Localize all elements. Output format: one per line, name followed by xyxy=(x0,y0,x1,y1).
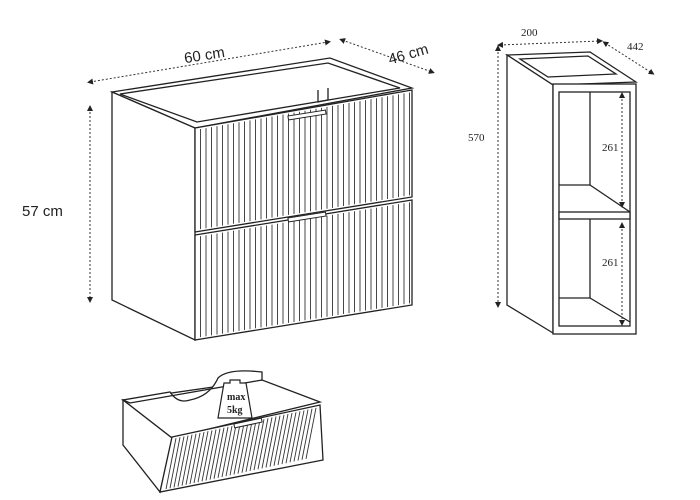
flute-line xyxy=(269,415,281,467)
flute-line xyxy=(213,427,225,479)
flute-line xyxy=(209,428,221,480)
side-cabinet xyxy=(504,51,639,335)
flute-line xyxy=(177,435,189,487)
drawer-back-cutout xyxy=(120,370,263,404)
width-dimension-line xyxy=(87,39,331,85)
side-width-dimension-line xyxy=(497,38,603,48)
flute-line xyxy=(273,414,285,466)
fluted-lines xyxy=(200,92,410,338)
main-cabinet xyxy=(109,57,415,342)
side-depth-dimension-line xyxy=(602,41,655,75)
middle-shelf xyxy=(558,211,631,220)
flute-line xyxy=(277,413,289,466)
side-cabinet-opening xyxy=(558,91,631,327)
open-drawer: max 5kg xyxy=(120,370,324,494)
flute-line xyxy=(289,411,301,463)
flute-line xyxy=(265,416,277,468)
depth-label: 46 cm xyxy=(386,41,430,69)
flute-line xyxy=(249,419,261,472)
flute-line xyxy=(169,437,181,489)
side-width-label: 200 xyxy=(521,27,538,39)
flute-line xyxy=(261,417,273,469)
flute-line xyxy=(165,438,177,490)
lower-drawer-front xyxy=(194,199,413,341)
side-depth-label: 442 xyxy=(627,41,644,53)
upper-shelf-label: 261 xyxy=(602,142,619,154)
flute-line xyxy=(241,421,253,473)
flute-line xyxy=(217,426,229,478)
upper-drawer-handle xyxy=(287,109,327,121)
lower-shelf-label: 261 xyxy=(602,257,619,269)
flute-line xyxy=(285,412,297,464)
flute-line xyxy=(221,425,233,478)
side-height-label: 570 xyxy=(468,132,485,144)
flute-line xyxy=(181,434,193,486)
weight-icon xyxy=(217,379,253,419)
flute-line xyxy=(245,420,257,472)
flute-line xyxy=(197,431,209,483)
flute-line xyxy=(293,410,305,462)
flute-line xyxy=(229,424,241,476)
flute-line xyxy=(237,422,249,474)
flute-line xyxy=(305,407,317,459)
flute-line xyxy=(193,431,205,484)
plumbing-cutout xyxy=(317,88,329,103)
drawer-handle xyxy=(233,417,263,429)
max-load-line2: 5kg xyxy=(227,405,243,416)
flute-line xyxy=(253,419,265,471)
flute-line xyxy=(233,423,245,475)
drawer-fluted-lines xyxy=(165,407,317,490)
side-cabinet-side-panel xyxy=(506,53,554,335)
flute-line xyxy=(297,409,309,461)
flute-line xyxy=(257,418,269,470)
max-load-line1: max xyxy=(227,392,245,403)
flute-line xyxy=(185,433,197,485)
flute-line xyxy=(225,425,237,477)
flute-line xyxy=(281,412,293,465)
flute-line xyxy=(189,432,201,485)
flute-line xyxy=(301,408,313,460)
flute-line xyxy=(205,429,217,481)
height-label: 57 cm xyxy=(22,203,63,220)
upper-drawer-front xyxy=(194,89,413,233)
width-label: 60 cm xyxy=(183,44,226,67)
flute-line xyxy=(173,436,185,488)
flute-line xyxy=(201,430,213,482)
lower-drawer-handle xyxy=(287,211,327,223)
cabinet-side-panel xyxy=(111,91,196,342)
